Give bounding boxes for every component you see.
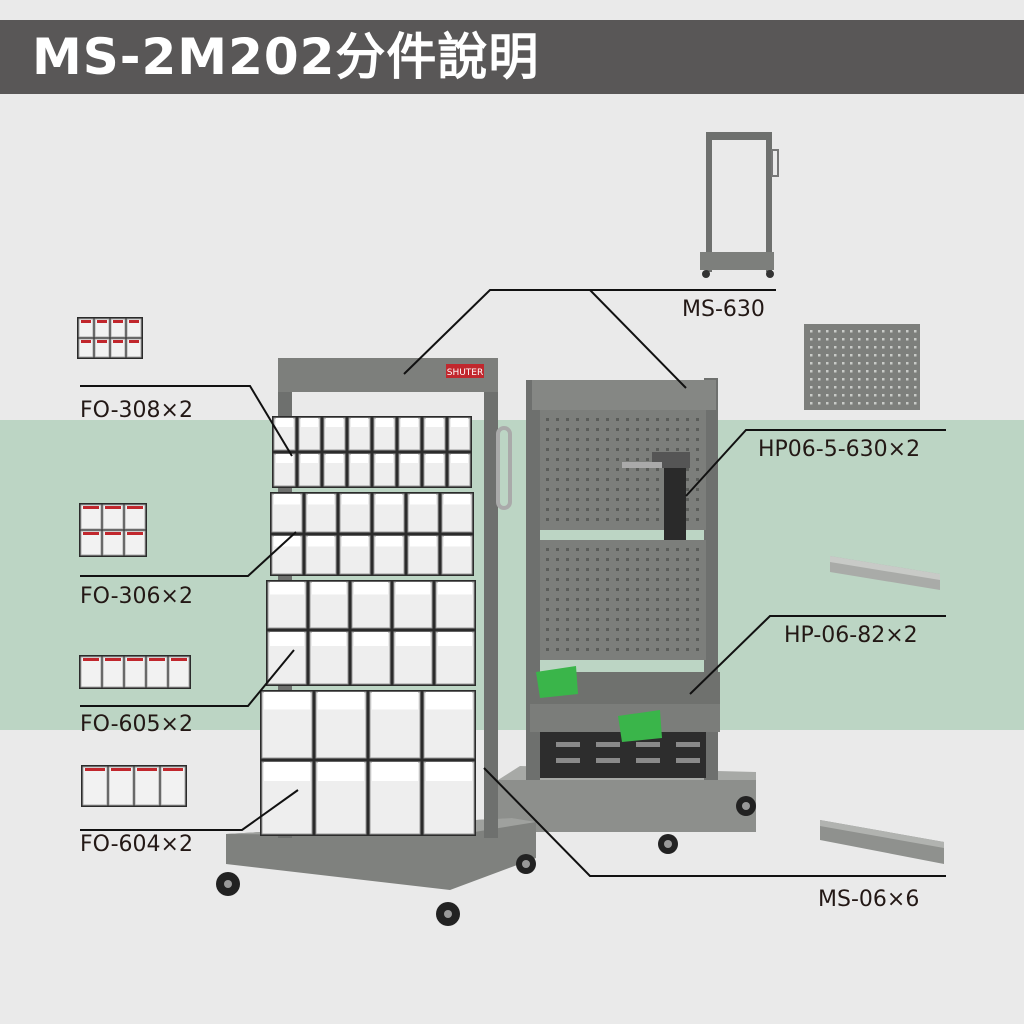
label-ms-06: MS-06×6 (818, 887, 920, 912)
ms-630-frame-image (700, 132, 779, 278)
hp06-5-630-pegboard-image (804, 324, 920, 410)
label-fo-308: FO-308×2 (80, 398, 193, 423)
label-fo-306: FO-306×2 (80, 584, 193, 609)
pegboard-rack-image (498, 378, 756, 854)
bin-rack-image: SHUTER (216, 358, 536, 926)
title-bar: MS-2M202分件說明 (0, 20, 1024, 94)
label-fo-604: FO-604×2 (80, 832, 193, 857)
hp-06-82-rail-image (830, 556, 940, 590)
label-hp06-5-630: HP06-5-630×2 (758, 437, 921, 462)
label-hp-06-82: HP-06-82×2 (784, 623, 918, 648)
ms-06-bar-image (820, 820, 944, 864)
label-fo-605: FO-605×2 (80, 712, 193, 737)
label-ms-630: MS-630 (682, 297, 765, 322)
page-title: MS-2M202分件說明 (32, 28, 540, 86)
brand-logo: SHUTER (447, 368, 484, 378)
